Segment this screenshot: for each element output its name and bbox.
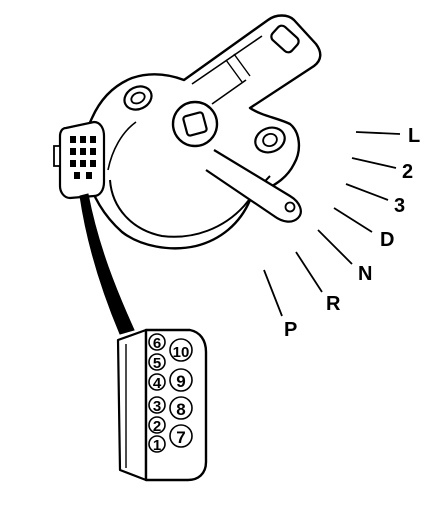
arm-edge-lower (211, 79, 247, 105)
side-connector-latch (53, 145, 61, 167)
shift-lever (205, 149, 302, 223)
pin-label-2: 2 (153, 418, 161, 435)
pin-label-3: 3 (153, 398, 161, 415)
gear-label-2: 2 (402, 161, 413, 183)
pin-label-7: 7 (176, 428, 185, 447)
mount-hole-right-inner (262, 132, 278, 148)
pin-label-8: 8 (176, 400, 185, 419)
arm-edge-upper (191, 35, 263, 85)
center-shaft-square (182, 111, 208, 137)
gear-label-N: N (358, 263, 372, 285)
connector-pin-outlines (148, 333, 193, 453)
mount-hole-left-inner (130, 91, 146, 105)
pin-label-5: 5 (153, 355, 161, 372)
gear-label-3: 3 (394, 195, 405, 217)
pin-label-4: 4 (153, 375, 162, 392)
wire-harness (79, 193, 135, 335)
connector-side-wall (116, 328, 148, 482)
gear-label-R: R (326, 293, 341, 315)
arm-slot (270, 24, 300, 54)
pin-label-9: 9 (176, 372, 185, 391)
side-connector-pins (70, 136, 96, 179)
pin-label-10: 10 (173, 344, 190, 361)
gear-leaders (263, 131, 401, 317)
lever-pivot-hole (284, 201, 296, 213)
gear-label-L: L (408, 125, 420, 147)
pin-label-1: 1 (153, 437, 161, 454)
gear-label-P: P (284, 319, 297, 341)
gear-label-D: D (380, 229, 394, 251)
housing-inner-arc-2 (107, 121, 137, 171)
arm-cross-lines (225, 53, 251, 83)
pin-label-6: 6 (153, 335, 161, 352)
